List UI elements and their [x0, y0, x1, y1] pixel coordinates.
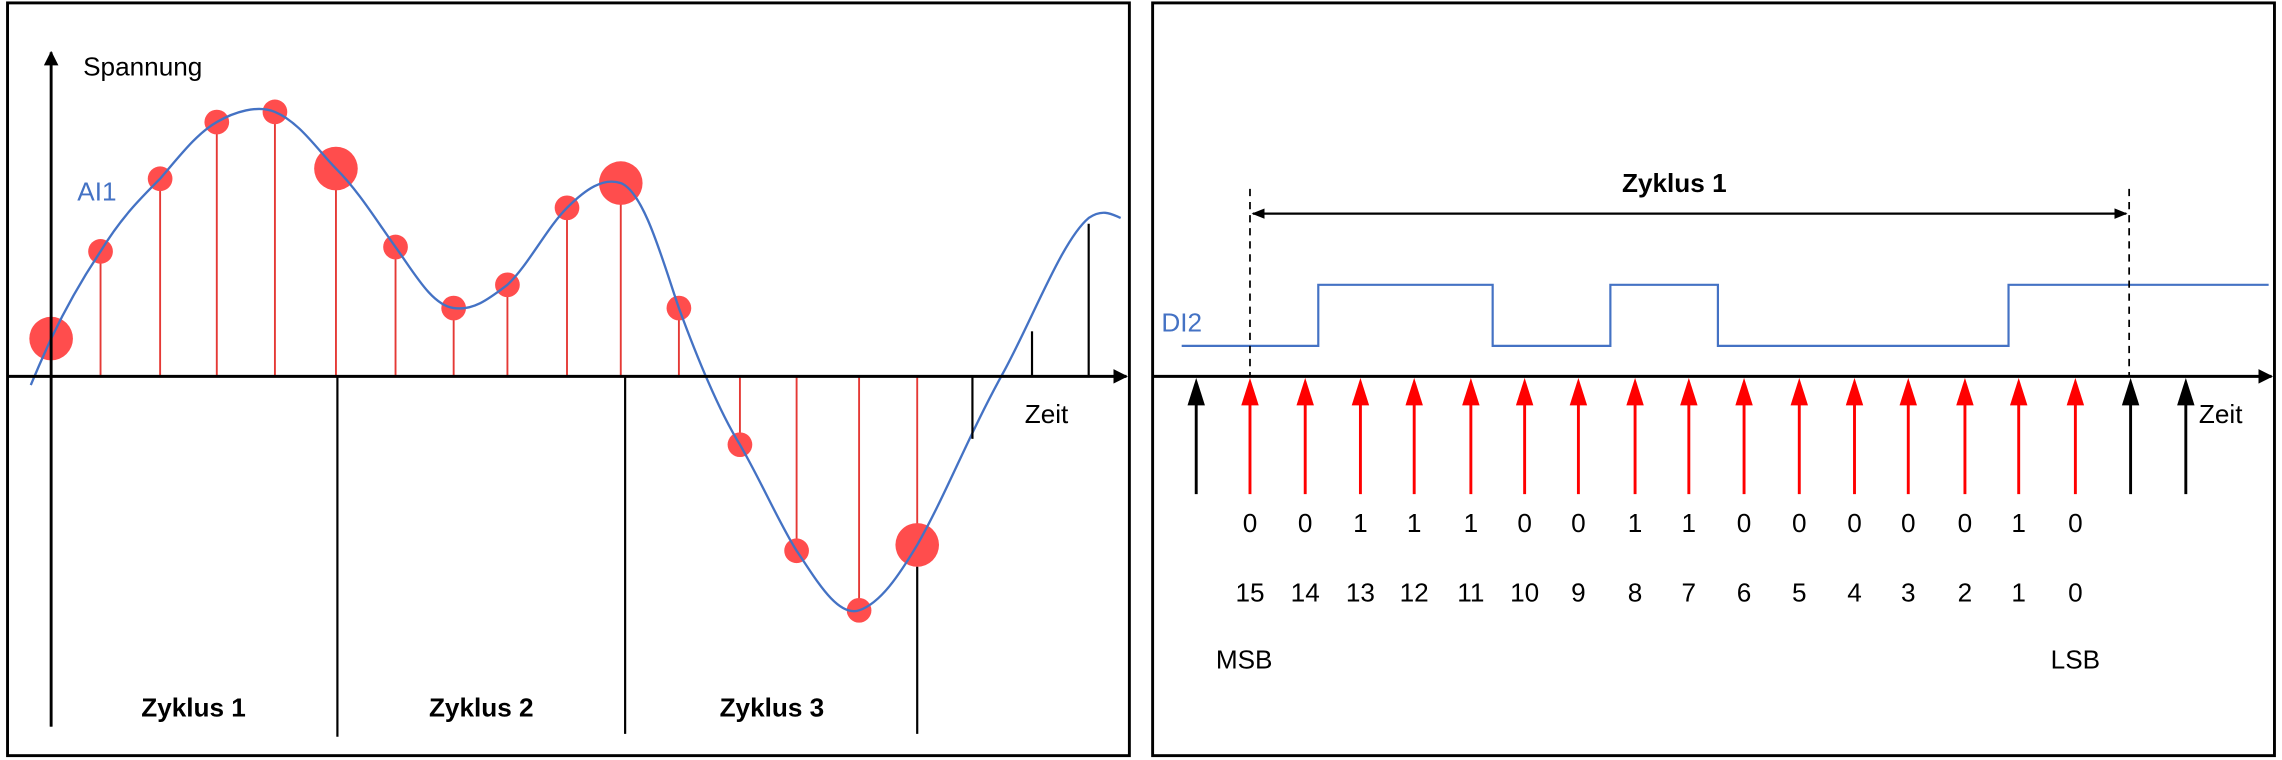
bit-value: 0 — [1737, 508, 1752, 538]
bit-value: 0 — [1571, 508, 1586, 538]
panel-border — [1151, 1, 2276, 758]
bit-sample-arrow — [1735, 377, 1753, 495]
bit-value: 0 — [1792, 508, 1807, 538]
bit-value: 1 — [2011, 508, 2026, 538]
lsb-label: LSB — [2051, 644, 2100, 674]
di2-label: DI2 — [1161, 307, 1202, 337]
sample-clock-arrow — [2121, 377, 2140, 495]
bit-value: 0 — [1901, 508, 1916, 538]
cycle-dividers — [50, 223, 1090, 737]
bit-sample-arrow — [1241, 377, 1259, 495]
bit-sample-arrow — [1626, 377, 1644, 495]
sample-clock-arrow — [1187, 377, 1205, 495]
ai1-label: AI1 — [77, 177, 116, 207]
x-axis-label: Zeit — [2199, 399, 2243, 429]
bit-sample-arrow — [1351, 377, 1370, 495]
cycle-label-3: Zyklus 3 — [720, 692, 825, 722]
bit-value: 0 — [1958, 508, 1973, 538]
bit-index: 0 — [2068, 578, 2083, 608]
msb-label: MSB — [1216, 644, 1273, 674]
bit-index: 1 — [2011, 578, 2026, 608]
bit-sample-arrow — [1462, 377, 1480, 495]
bit-sample-arrow — [2009, 377, 2028, 495]
di2-signal — [1181, 283, 2269, 347]
y-axis-label: Spannung — [83, 52, 202, 82]
bit-index: 3 — [1901, 578, 1916, 608]
bit-index: 7 — [1682, 578, 1697, 608]
bit-index: 12 — [1400, 578, 1429, 608]
bit-index: 8 — [1628, 578, 1643, 608]
panel-border — [6, 1, 1131, 758]
x-axis-label: Zeit — [1025, 399, 1069, 429]
bit-index: 15 — [1235, 578, 1264, 608]
bit-sample-arrow — [1956, 377, 1974, 495]
bit-value: 1 — [1353, 508, 1368, 538]
bit-value: 1 — [1628, 508, 1643, 538]
bit-value: 0 — [1847, 508, 1862, 538]
bit-index: 9 — [1571, 578, 1586, 608]
bit-value: 1 — [1682, 508, 1697, 538]
bit-index: 6 — [1737, 578, 1752, 608]
bit-value: 0 — [1517, 508, 1532, 538]
bit-sample-arrow — [1899, 377, 1917, 495]
cycle-label-2: Zyklus 2 — [429, 692, 534, 722]
bit-index: 11 — [1457, 578, 1484, 608]
digital-panel: Zyklus 1 DI2 Zeit 0150141131121110100918… — [1151, 1, 2276, 758]
cycle-label: Zyklus 1 — [1622, 168, 1727, 198]
bit-index: 14 — [1291, 578, 1320, 608]
bit-index: 2 — [1958, 578, 1973, 608]
bit-index: 5 — [1792, 578, 1807, 608]
bit-sample-arrow — [1405, 377, 1423, 495]
bit-sample-arrow — [1515, 377, 1534, 495]
ai1-signal-curve — [29, 107, 1122, 613]
bit-sample-arrow — [1845, 377, 1864, 495]
bit-value: 0 — [1243, 508, 1258, 538]
sample-clock-arrow — [2177, 377, 2195, 495]
bit-sample-arrow — [1790, 377, 1808, 495]
bit-index: 13 — [1346, 578, 1375, 608]
bit-sample-arrow — [1569, 377, 1588, 495]
bit-index: 10 — [1510, 578, 1539, 608]
bit-index: 4 — [1847, 578, 1862, 608]
bit-sample-arrow — [1296, 377, 1314, 495]
bit-value: 1 — [1464, 508, 1479, 538]
bit-value: 0 — [1298, 508, 1313, 538]
bit-value: 1 — [1407, 508, 1422, 538]
bit-value: 0 — [2068, 508, 2083, 538]
bit-sample-arrow — [2066, 377, 2085, 495]
cycle-label-1: Zyklus 1 — [141, 692, 246, 722]
analog-panel: Spannung AI1 Zeit Zyklus 1 Zyklus 2 Zykl… — [6, 1, 1131, 758]
bit-sample-arrow — [1680, 377, 1698, 495]
